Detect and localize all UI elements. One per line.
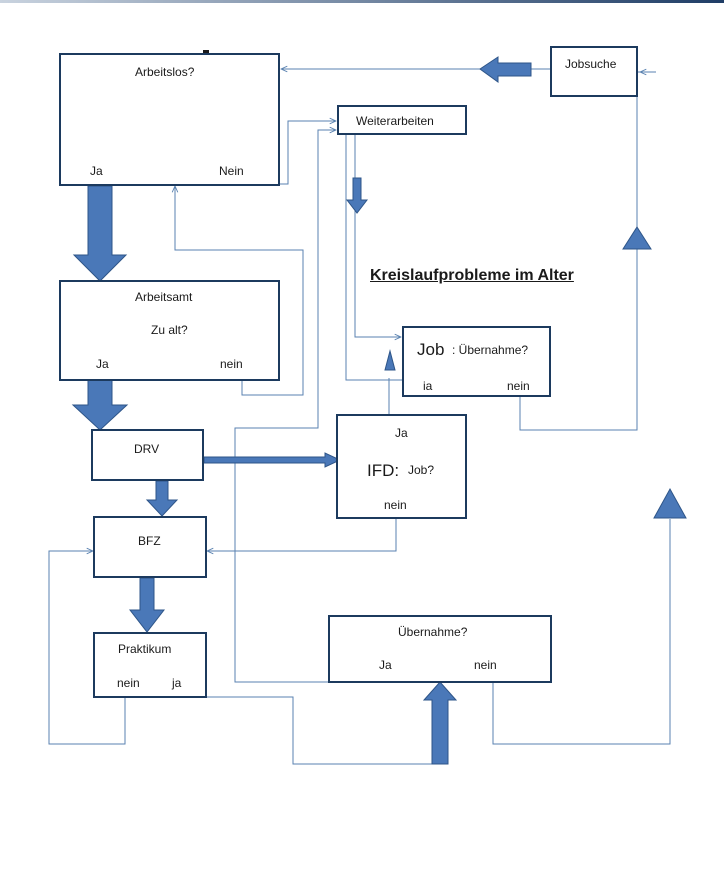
block-arrow-down-5 — [345, 177, 369, 214]
node-ifd-label: IFD: — [367, 461, 400, 480]
node-praktikum-label: Praktikum — [118, 642, 172, 656]
block-arrow-down-4 — [128, 577, 166, 633]
connector-job-nein-jobsuche — [519, 249, 638, 431]
node-job-uebernahme: Job : Übernahme? ia nein — [402, 326, 551, 397]
node-ifd: Ja IFD: Job? nein — [336, 414, 467, 519]
top-rule — [0, 0, 724, 3]
node-praktikum-no: nein — [117, 676, 140, 690]
block-arrow-left — [479, 56, 532, 83]
node-drv-label: DRV — [134, 442, 160, 456]
node-arbeitsamt: Arbeitsamt Zu alt? Ja nein — [59, 280, 280, 381]
node-uebernahme: Übernahme? Ja nein — [328, 615, 552, 683]
triangle-up-1 — [622, 226, 652, 250]
diagram-title: Kreislaufprobleme im Alter — [370, 267, 574, 284]
node-drv: DRV — [91, 429, 204, 481]
node-praktikum: Praktikum nein ja — [93, 632, 207, 698]
node-job-yes: ia — [423, 379, 433, 393]
node-arbeitslos: Arbeitslos? Ja Nein — [59, 53, 280, 186]
node-uebernahme-yes: Ja — [379, 658, 392, 672]
node-arbeitsamt-label: Arbeitsamt — [135, 290, 193, 304]
block-arrow-down-3 — [145, 480, 179, 517]
node-arbeitsamt-question: Zu alt? — [151, 323, 188, 337]
node-weiterarbeiten: Weiterarbeiten — [337, 105, 467, 135]
node-ifd-sublabel: Job? — [408, 463, 435, 477]
node-job-label: Job — [417, 340, 445, 359]
node-arbeitsamt-no: nein — [220, 357, 243, 371]
connector-arbeitsamt-nein-arbeitslos — [175, 186, 304, 396]
node-bfz-label: BFZ — [138, 534, 161, 548]
node-ifd-bottom: nein — [384, 498, 407, 512]
node-bfz: BFZ — [93, 516, 207, 578]
node-uebernahme-no: nein — [474, 658, 497, 672]
node-arbeitslos-yes: Ja — [90, 164, 103, 178]
node-uebernahme-label: Übernahme? — [398, 625, 468, 639]
connector-uebernahme-nein-jobsuche — [492, 519, 671, 745]
block-arrow-right — [203, 452, 342, 468]
connector-ifd-nein-bfz — [207, 519, 397, 551]
node-jobsuche: Jobsuche — [550, 46, 638, 97]
box-mark — [203, 50, 209, 53]
connector-weiterarbeiten-job-2 — [354, 134, 401, 337]
block-arrow-up — [422, 681, 458, 765]
triangle-up-2 — [653, 487, 687, 519]
node-weiterarbeiten-label: Weiterarbeiten — [356, 114, 434, 128]
node-arbeitslos-label: Arbeitslos? — [135, 65, 195, 79]
node-arbeitslos-no: Nein — [219, 164, 244, 178]
connector-uebernahme-ja-weiterarbeiten — [234, 130, 336, 683]
node-jobsuche-label: Jobsuche — [565, 57, 617, 71]
triangle-up-3 — [384, 349, 396, 371]
node-job-no: nein — [507, 379, 530, 393]
node-arbeitsamt-yes: Ja — [96, 357, 109, 371]
node-ifd-top: Ja — [395, 426, 408, 440]
block-arrow-down-2 — [71, 379, 129, 431]
node-job-sublabel: : Übernahme? — [452, 343, 529, 357]
connector-weiterarbeiten-job — [345, 134, 403, 381]
connector-praktikum-nein-bfz — [48, 551, 126, 745]
node-praktikum-yes: ja — [172, 676, 182, 690]
block-arrow-down-1 — [72, 185, 128, 282]
connector-praktikum-ja-uebernahme — [207, 696, 440, 765]
